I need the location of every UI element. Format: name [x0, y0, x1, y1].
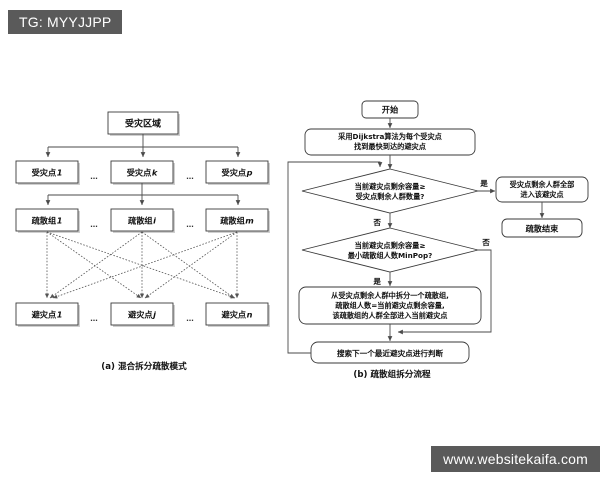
node-disaster-point-1-label: 受灾点1 [32, 168, 63, 178]
flow-decision2-line1: 当前避灾点剩余容量≥ [355, 241, 426, 250]
flow-decision2-line2: 最小疏散组人数MinPop? [348, 251, 433, 260]
ellipsis-row2-left: ... [90, 171, 98, 181]
node-evac-group-i-label: 疏散组i [128, 216, 156, 226]
node-evac-group-i [110, 208, 174, 232]
flow-decision2-yes-label: 是 [373, 276, 381, 286]
panel-b-caption: (b) 疏散组拆分流程 [353, 368, 431, 380]
top-watermark-text: TG: MYYJJPP [19, 14, 112, 30]
node-evac-group-m [205, 208, 269, 232]
flow-decision1-line1: 当前避灾点剩余容量≥ [355, 182, 426, 191]
node-shelter-j-label: 避灾点j [127, 310, 156, 320]
bottom-watermark-badge: www.websitekaifa.com [431, 446, 600, 472]
flow-decision1-no-label: 否 [373, 218, 381, 227]
node-evac-group-1 [15, 208, 79, 232]
top-watermark-badge: TG: MYYJJPP [8, 10, 123, 34]
figure-container: 受灾区域 受灾点1 受灾点k 受灾点p ... ... [0, 55, 600, 405]
ellipsis-row4-left: ... [90, 313, 98, 323]
flow-all-enter-line1: 受灾点剩余人群全部 [510, 180, 575, 189]
panel-b-group: 开始 采用Dijkstra算法为每个受灾点 找到最快到达的避灾点 当前避灾点剩余… [287, 100, 589, 380]
node-shelter-n [205, 302, 269, 326]
node-shelter-n-label: 避灾点n [221, 310, 253, 320]
dashed-links-group [44, 231, 240, 299]
node-evac-group-1-label: 疏散组1 [32, 216, 63, 226]
flow-end-label: 疏散结束 [526, 224, 560, 234]
node-disaster-point-1 [15, 160, 79, 184]
node-shelter-1-label: 避灾点1 [31, 310, 63, 320]
flow-all-enter-line2: 进入该避灾点 [520, 190, 564, 199]
flow-decision2-no-label: 否 [482, 238, 490, 247]
node-disaster-area-label: 受灾区域 [125, 118, 161, 130]
flow-feedback-loop [287, 161, 383, 354]
flow-start-label: 开始 [382, 105, 399, 115]
panel-a-group: 受灾区域 受灾点1 受灾点k 受灾点p ... ... [15, 111, 270, 372]
flow-dijkstra-line2: 找到最快到达的避灾点 [354, 142, 427, 151]
flow-next-shelter-node [310, 341, 470, 364]
ellipsis-row3-right: ... [186, 219, 194, 229]
bottom-watermark-text: www.websitekaifa.com [443, 451, 588, 467]
ellipsis-row3-left: ... [90, 219, 98, 229]
flow-next-shelter-label: 搜索下一个最近避灾点进行判断 [337, 348, 444, 358]
node-shelter-1 [15, 302, 79, 326]
node-evac-group-m-label: 疏散组m [220, 216, 254, 226]
node-shelter-j [110, 302, 174, 326]
flow-end-node [501, 218, 583, 238]
panel-a-caption: (a) 混合拆分疏散模式 [101, 360, 187, 372]
flow-decision-capacity-vs-minpop [301, 227, 479, 273]
flow-decision1-line2: 受灾点剩余人群数量? [356, 192, 425, 201]
flow-split-line1: 从受灾点剩余人群中拆分一个疏散组, [331, 291, 449, 300]
flow-split-line3: 该疏散组的人群全部进入当前避灾点 [332, 311, 448, 320]
node-disaster-point-p-label: 受灾点p [222, 168, 253, 178]
flow-decision-capacity-vs-population [301, 168, 479, 214]
node-disaster-point-p [205, 160, 269, 184]
ellipsis-row2-right: ... [186, 171, 194, 181]
flow-decision1-yes-label: 是 [480, 178, 488, 188]
flow-split-line2: 疏散组人数=当前避灾点剩余容量, [335, 301, 444, 310]
flow-dijkstra-line1: 采用Dijkstra算法为每个受灾点 [337, 132, 442, 141]
ellipsis-row4-right: ... [186, 313, 194, 323]
node-disaster-point-k-label: 受灾点k [127, 168, 158, 178]
